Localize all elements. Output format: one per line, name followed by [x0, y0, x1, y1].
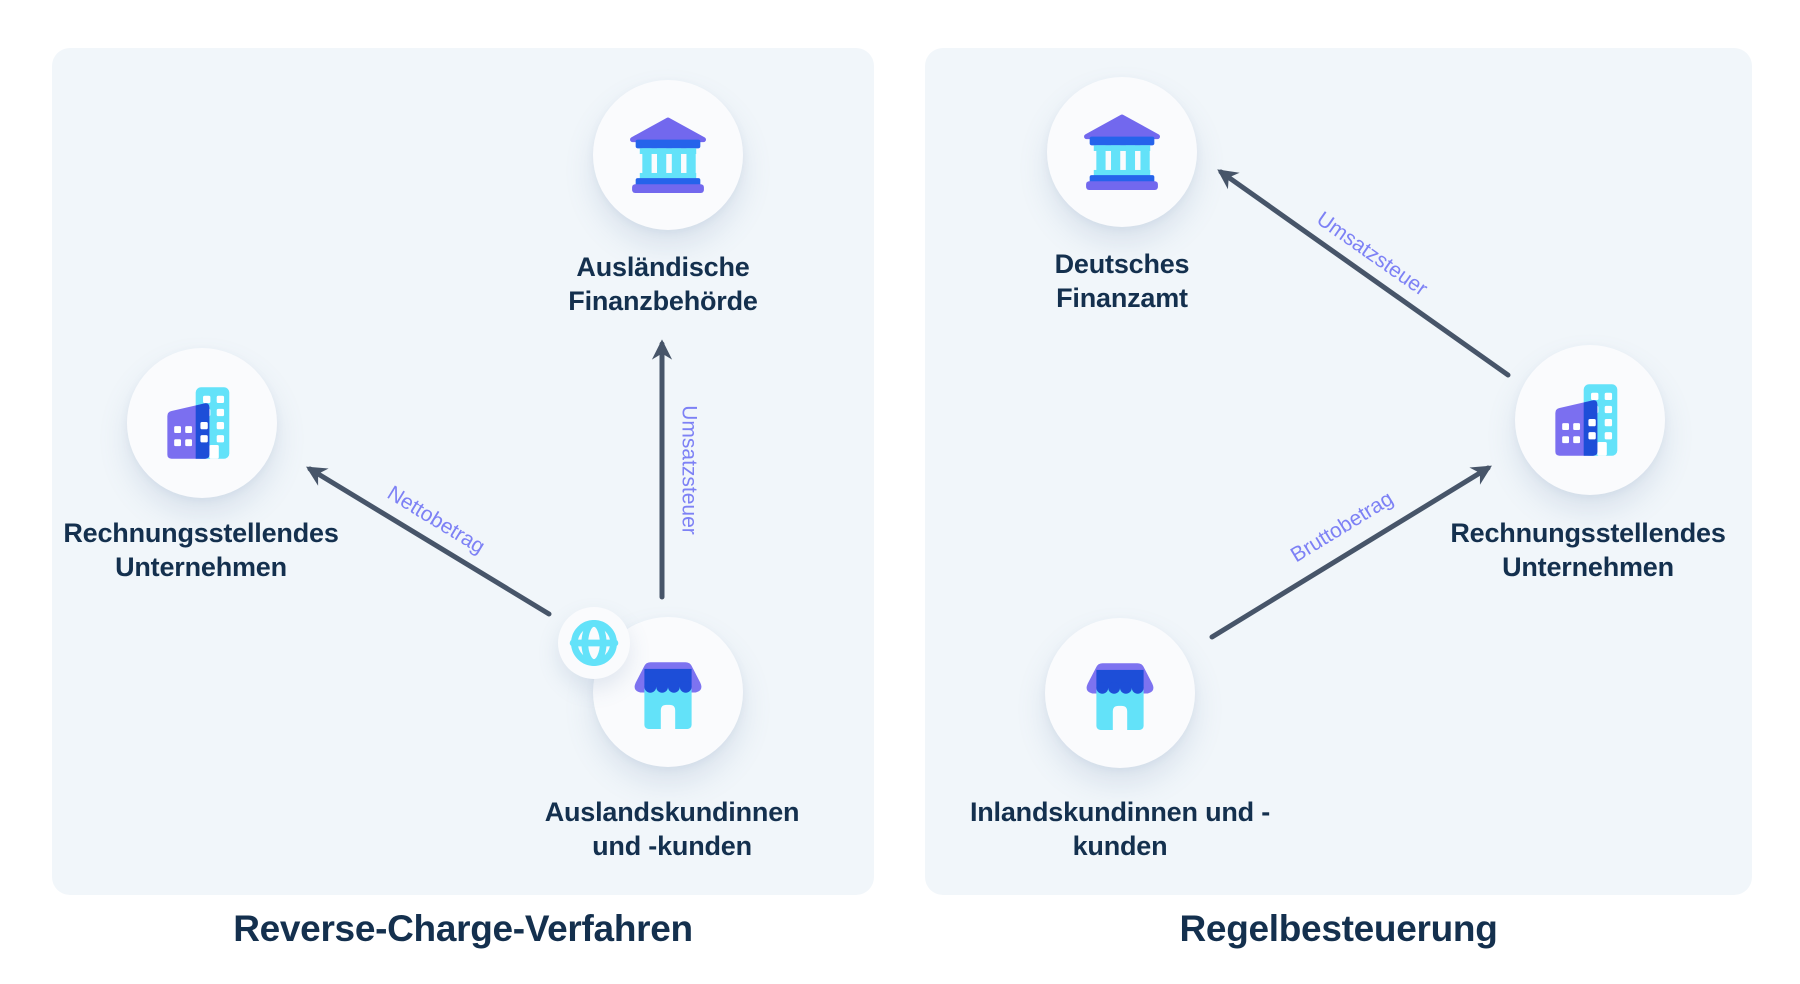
node-foreign-customers [593, 617, 743, 767]
caption-reverse-charge: Reverse-Charge-Verfahren [233, 908, 693, 949]
node-domestic-customers [1045, 618, 1195, 768]
node-label-invoicing-company: Rechnungsstellendes Unternehmen [63, 517, 339, 582]
node-label-german-tax-office: Deutsches Finanzamt [1054, 248, 1190, 313]
node-foreign-tax-authority [593, 80, 743, 230]
panel-regular-taxation: Umsatzsteuer Bruttobetrag Deutsches Fina… [925, 48, 1752, 895]
node-label-domestic-customers: Inlandskundinnen und - kunden [969, 796, 1271, 861]
node-invoicing-company [1515, 345, 1665, 495]
globe-icon [569, 620, 619, 666]
arrows-layer [1209, 169, 1511, 640]
node-german-tax-office [1047, 77, 1197, 227]
store-icon [634, 662, 702, 729]
globe-badge [558, 607, 630, 679]
node-label-foreign-tax-authority: Ausländische Finanzbehörde [568, 251, 758, 316]
bank-icon [630, 117, 706, 193]
arrow-umsatzsteuer [1217, 169, 1511, 378]
bank-icon [1084, 114, 1160, 190]
panel-reverse-charge: Umsatzsteuer Nettobetrag Ausländische Fi… [52, 48, 874, 895]
buildings-icon [1555, 384, 1618, 456]
node-label-foreign-customers: Auslandskundinnen und -kunden [544, 796, 800, 861]
node-invoicing-company [127, 348, 277, 498]
node-label-invoicing-company: Rechnungsstellendes Unternehmen [1450, 517, 1726, 582]
buildings-icon [167, 387, 230, 459]
store-icon [1086, 663, 1154, 730]
caption-regular-taxation: Regelbesteuerung [1179, 908, 1498, 949]
arrow-label-umsatzsteuer: Umsatzsteuer [677, 405, 701, 535]
arrows-layer [306, 339, 673, 617]
arrow-nettobetrag [306, 466, 552, 617]
arrow-bruttobetrag [1209, 465, 1492, 640]
